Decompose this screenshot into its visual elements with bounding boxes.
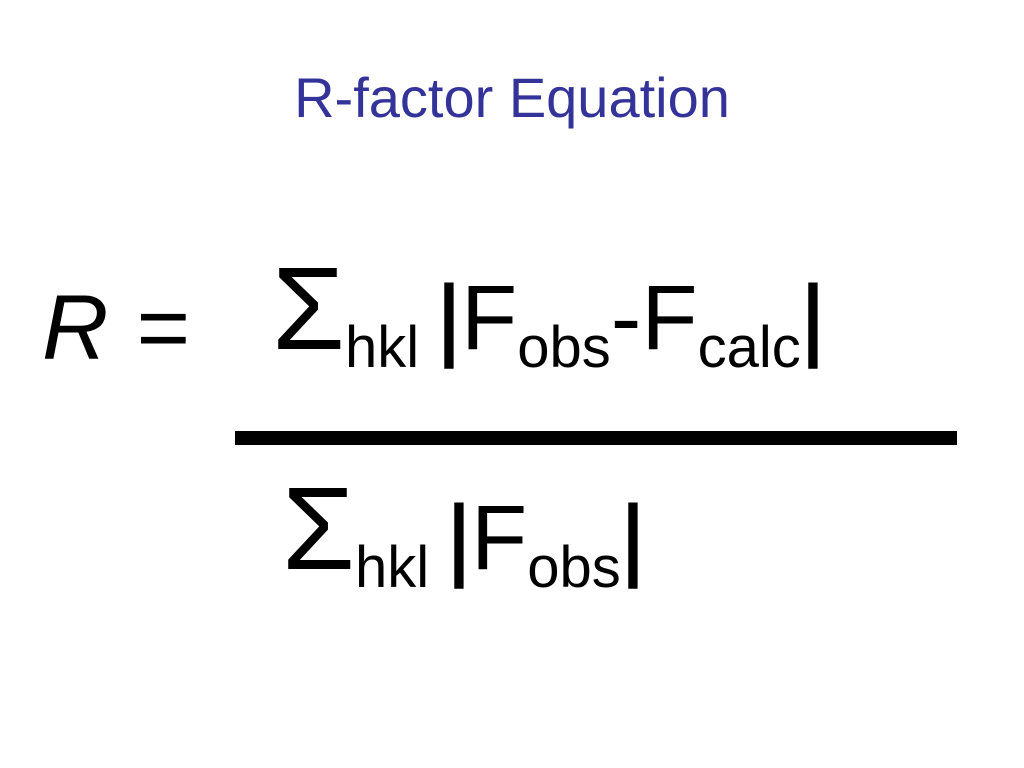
sigma-subscript: hkl [344,315,420,380]
abs-bar-open: | [444,487,475,589]
equation-lhs: R= [42,268,190,388]
abs-bar-close: | [617,487,648,589]
f-obs-subscript: obs [527,535,621,600]
equation-denominator: Σhkl|Fobs| [282,463,648,597]
f-calc-symbol: F [641,267,698,369]
f-calc-subscript: calc [697,315,801,380]
sigma-symbol: Σ [282,463,355,595]
equals-sign: = [136,277,191,379]
slide-title: R-factor Equation [294,66,730,129]
minus-sign: - [610,267,642,369]
f-obs-symbol: F [471,487,528,589]
sigma-subscript: hkl [354,535,430,600]
abs-bar-open: | [434,267,465,369]
f-obs-subscript: obs [517,315,611,380]
r-variable: R [42,277,109,379]
f-obs-symbol: F [461,267,518,369]
abs-bar-close: | [797,267,828,369]
fraction-line [235,431,957,445]
sigma-symbol: Σ [272,243,345,375]
equation-numerator: Σhkl|Fobs-Fcalc| [272,243,828,377]
